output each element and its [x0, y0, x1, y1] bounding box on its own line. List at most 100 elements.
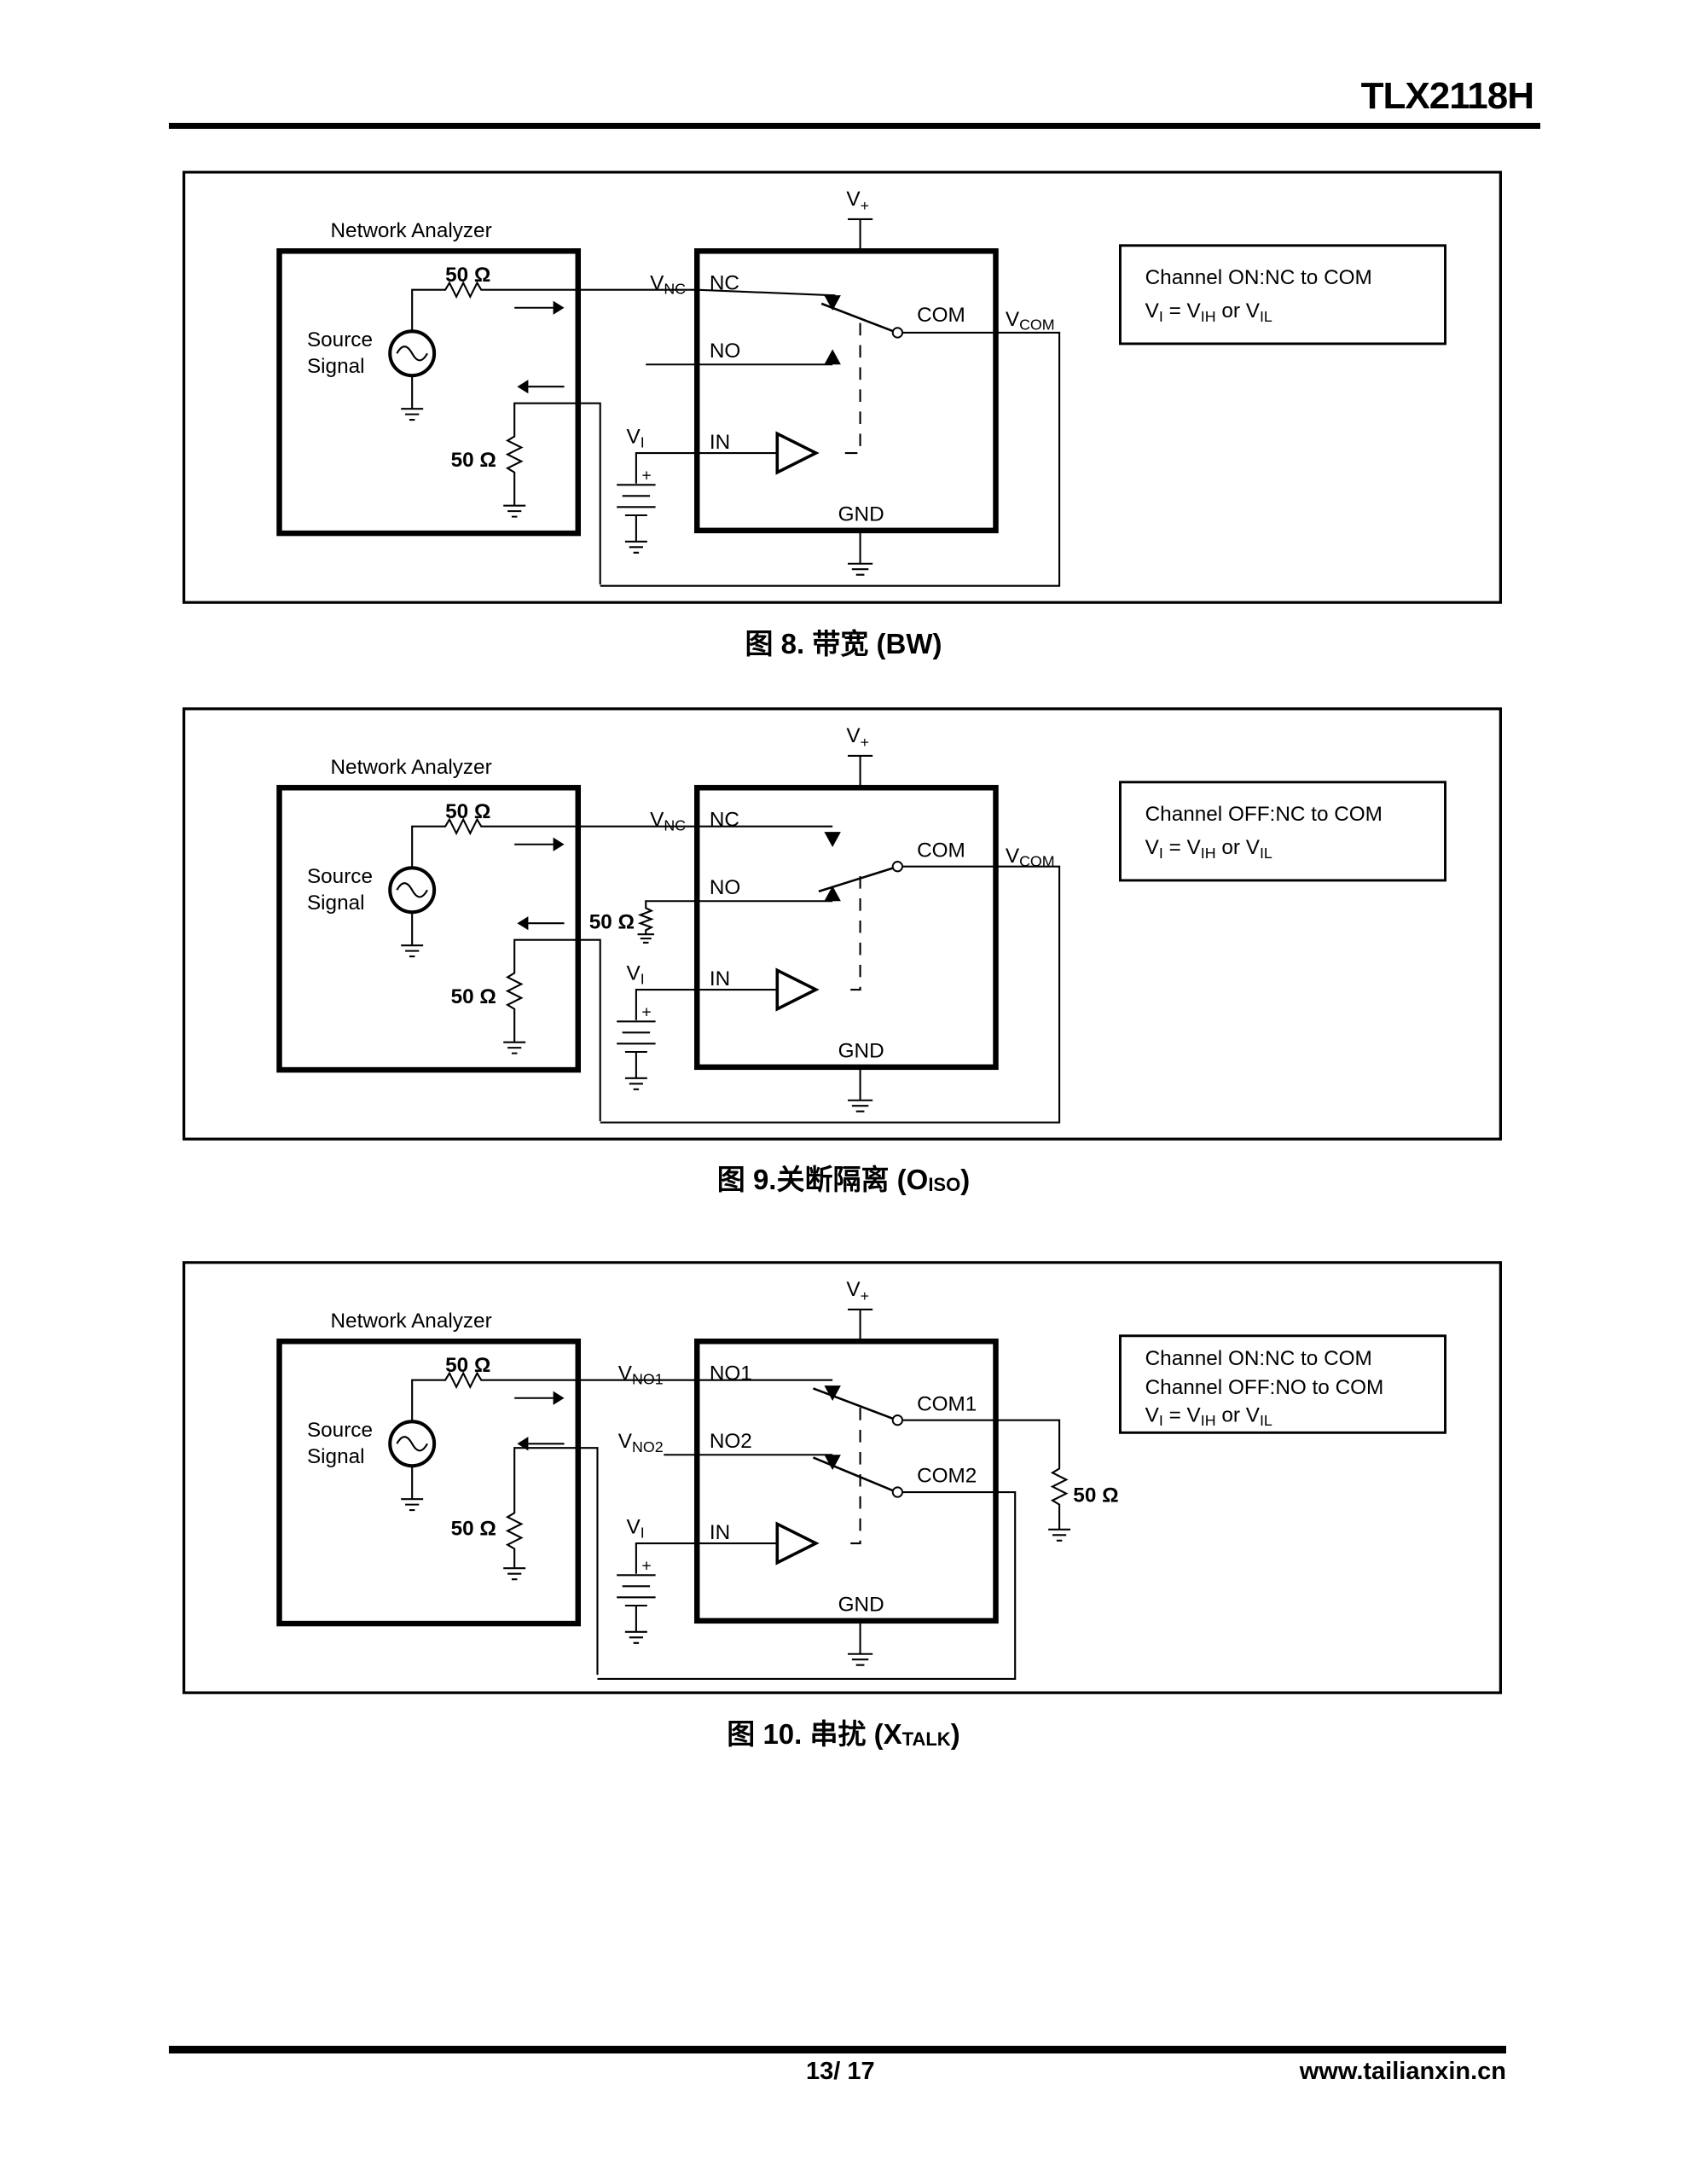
forward-arrow-head-icon: [553, 300, 565, 315]
gnd-label: GND: [838, 1039, 884, 1062]
load-resistor: [503, 938, 601, 1122]
pin-no1-label: NO1: [710, 1362, 752, 1385]
legend-box: [1118, 244, 1446, 346]
vplus-label: V+: [846, 1278, 869, 1304]
figure-10-caption: 图 10. 串扰 (XTALK): [0, 1711, 1687, 1752]
vnc-label: VNC: [650, 809, 686, 834]
forward-arrow-head-icon: [553, 837, 565, 851]
pin-com1-label: COM1: [917, 1392, 977, 1415]
network-analyzer-box: [276, 248, 582, 537]
pin-nc-label: NC: [710, 272, 739, 295]
caption-suffix: ): [960, 1164, 971, 1195]
signal-label: Signal: [307, 892, 365, 915]
sine-wave-icon: [396, 346, 428, 362]
source-label: Source: [307, 328, 373, 351]
no2-contact-icon: [824, 1455, 841, 1471]
load-resistor-label: 50 Ω: [451, 1517, 496, 1540]
figure-frame: [183, 707, 1502, 1141]
legend-vi-line: VI = VIH or VIL: [1145, 299, 1272, 325]
com-return-wire: [600, 331, 1061, 587]
control-link: [844, 876, 861, 991]
caption-subscript: ISO: [928, 1174, 961, 1195]
vplus-supply: [847, 218, 873, 252]
caption-text: 图 8. 带宽 (BW): [745, 628, 942, 659]
source-label: Source: [307, 865, 373, 888]
com2-node: [891, 1486, 904, 1498]
figure-frame: [183, 171, 1502, 604]
sine-wave-icon: [396, 1436, 428, 1452]
figure-frame: [183, 1261, 1502, 1694]
return-arrow-head-icon: [517, 916, 529, 931]
vplus-supply: [847, 754, 873, 788]
figure-9-caption: 图 9.关断隔离 (OISO): [0, 1157, 1687, 1198]
legend-box: [1118, 1334, 1446, 1434]
ground-icon: [401, 912, 424, 958]
vno1-label: VNO1: [618, 1362, 664, 1388]
off-isolation-test-circuit: Network Analyzer 50 Ω Source Signal 50 Ω…: [183, 707, 1502, 1141]
com1-termination-resistor: [902, 1419, 1071, 1542]
signal-label: Signal: [307, 1445, 365, 1468]
input-buffer-icon: [775, 1521, 820, 1565]
pin-no-label: NO: [710, 876, 740, 899]
footer-rule: [169, 2046, 1506, 2053]
legend-vi-line: VI = VIH or VIL: [1145, 836, 1272, 862]
battery-plus-label: +: [641, 1002, 651, 1021]
pin-com-label: COM: [917, 304, 965, 327]
vi-label: VI: [627, 1516, 645, 1542]
no-termination-resistor: [637, 900, 833, 944]
vplus-label: V+: [846, 724, 869, 751]
battery-icon: [617, 1574, 656, 1644]
no1-contact-icon: [824, 1385, 841, 1402]
vi-label: VI: [627, 962, 645, 988]
network-analyzer-label: Network Analyzer: [331, 1310, 492, 1333]
load-resistor: [503, 1447, 599, 1676]
figure-8-caption: 图 8. 带宽 (BW): [0, 621, 1687, 662]
input-buffer-icon: [775, 431, 820, 475]
pin-in-label: IN: [710, 1521, 730, 1544]
source-resistor-label: 50 Ω: [445, 264, 490, 287]
input-buffer-icon: [775, 967, 820, 1012]
source-resistor: [411, 281, 833, 332]
switch-arm: [820, 302, 894, 333]
load-resistor: [503, 402, 601, 585]
network-analyzer-box: [276, 1339, 582, 1627]
com1-node: [891, 1414, 904, 1426]
nc-contact-icon: [824, 295, 841, 311]
pin-no2-label: NO2: [710, 1430, 752, 1453]
load-resistor-label: 50 Ω: [451, 985, 496, 1008]
source-label: Source: [307, 1419, 373, 1442]
ac-source-icon: [388, 866, 437, 915]
vno2-label: VNO2: [618, 1430, 664, 1455]
load-resistor-label: 50 Ω: [451, 449, 496, 472]
switch-arm: [818, 867, 894, 893]
gnd-label: GND: [838, 1593, 884, 1616]
signal-label: Signal: [307, 355, 365, 378]
source-resistor: [411, 1371, 833, 1422]
nc-contact-icon: [824, 832, 841, 848]
figure-off-isolation: Network Analyzer 50 Ω Source Signal 50 Ω…: [183, 707, 1502, 1141]
vcom-label: VCOM: [1006, 845, 1055, 870]
return-arrow-head-icon: [517, 380, 529, 394]
legend-line: Channel OFF:NC to COM: [1145, 803, 1383, 826]
ac-source-icon: [388, 1420, 437, 1468]
com-return-wire: [600, 865, 1061, 1124]
com-node: [891, 327, 904, 339]
source-resistor-label: 50 Ω: [445, 1354, 490, 1377]
switch-ic-box: [693, 248, 999, 534]
legend-line: Channel ON:NC to COM: [1145, 1347, 1372, 1370]
pin-in-label: IN: [710, 967, 730, 990]
com-node: [891, 861, 904, 873]
com2-return-wire: [597, 1490, 1017, 1680]
forward-arrow-head-icon: [553, 1391, 565, 1405]
pin-in-label: IN: [710, 431, 730, 454]
battery-plus-label: +: [641, 1556, 651, 1575]
website-link[interactable]: www.tailianxin.cn: [1299, 2058, 1506, 2085]
ground-icon: [401, 1466, 424, 1512]
no-termination-label: 50 Ω: [589, 911, 635, 934]
document-title: TLX2118H: [1360, 75, 1534, 117]
source-resistor: [411, 817, 833, 868]
caption-suffix: ): [950, 1718, 960, 1750]
pin-no-label: NO: [710, 340, 740, 363]
battery-icon: [617, 1020, 656, 1090]
sine-wave-icon: [396, 882, 428, 898]
